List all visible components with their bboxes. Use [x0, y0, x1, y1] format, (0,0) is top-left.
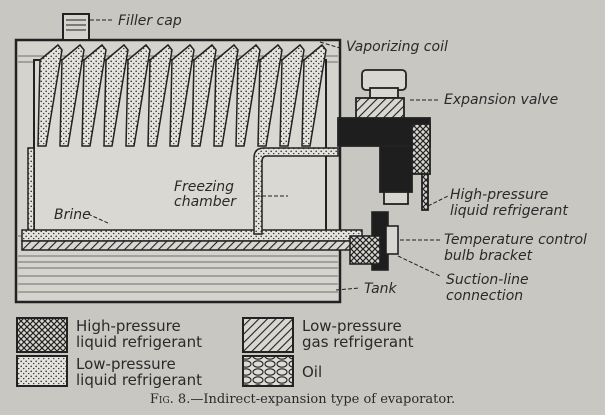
legend-label-low-pressure-gas-1: Low-pressure: [302, 317, 402, 335]
suction-pipe: [21, 240, 363, 251]
figure-number: Fig. 8.: [149, 392, 191, 407]
label-chamber: chamber: [174, 194, 237, 210]
legend-swatch-stipple: [16, 355, 68, 387]
label-tank: Tank: [364, 281, 397, 297]
riser-pipe: [253, 147, 339, 235]
figure-caption: Fig. 8.—Indirect-expansion type of evapo…: [0, 392, 605, 407]
legend-label-low-pressure-liquid-2: liquid refrigerant: [76, 371, 202, 389]
label-vaporizing-coil: Vaporizing coil: [346, 39, 448, 55]
label-freezing: Freezing: [174, 179, 235, 195]
legend-swatch-diagonal: [242, 317, 294, 353]
filler-cap: [62, 13, 90, 41]
label-temperature-control: Temperature control: [444, 232, 587, 248]
leader-lines: [87, 19, 449, 291]
label-high-pressure: High-pressure: [450, 187, 549, 203]
vaporizing-coil: [37, 43, 327, 147]
legend-swatch-crosshatch: [16, 317, 68, 353]
coil-down-pipe: [27, 147, 35, 238]
label-expansion-valve: Expansion valve: [444, 92, 559, 108]
legend-label-high-pressure-2: liquid refrigerant: [76, 333, 202, 351]
figure-title: —Indirect-expansion type of evaporator.: [190, 392, 456, 407]
label-suction-line: Suction-line: [446, 272, 529, 288]
label-connection: connection: [446, 288, 524, 304]
legend-label-low-pressure-liquid-1: Low-pressure: [76, 355, 176, 373]
label-brine: Brine: [54, 207, 91, 223]
coil-bottom-pipe: [21, 229, 363, 242]
label-filler-cap: Filler cap: [118, 13, 182, 29]
legend-swatch-circles: [242, 355, 294, 387]
legend-label-oil: Oil: [302, 363, 323, 381]
legend-label-high-pressure-1: High-pressure: [76, 317, 181, 335]
expansion-valve: [337, 69, 431, 211]
label-liquid-refrigerant: liquid refrigerant: [450, 203, 568, 219]
bulb-bracket: [349, 211, 399, 271]
legend-label-low-pressure-gas-2: gas refrigerant: [302, 333, 414, 351]
label-bulb-bracket: bulb bracket: [444, 248, 533, 264]
